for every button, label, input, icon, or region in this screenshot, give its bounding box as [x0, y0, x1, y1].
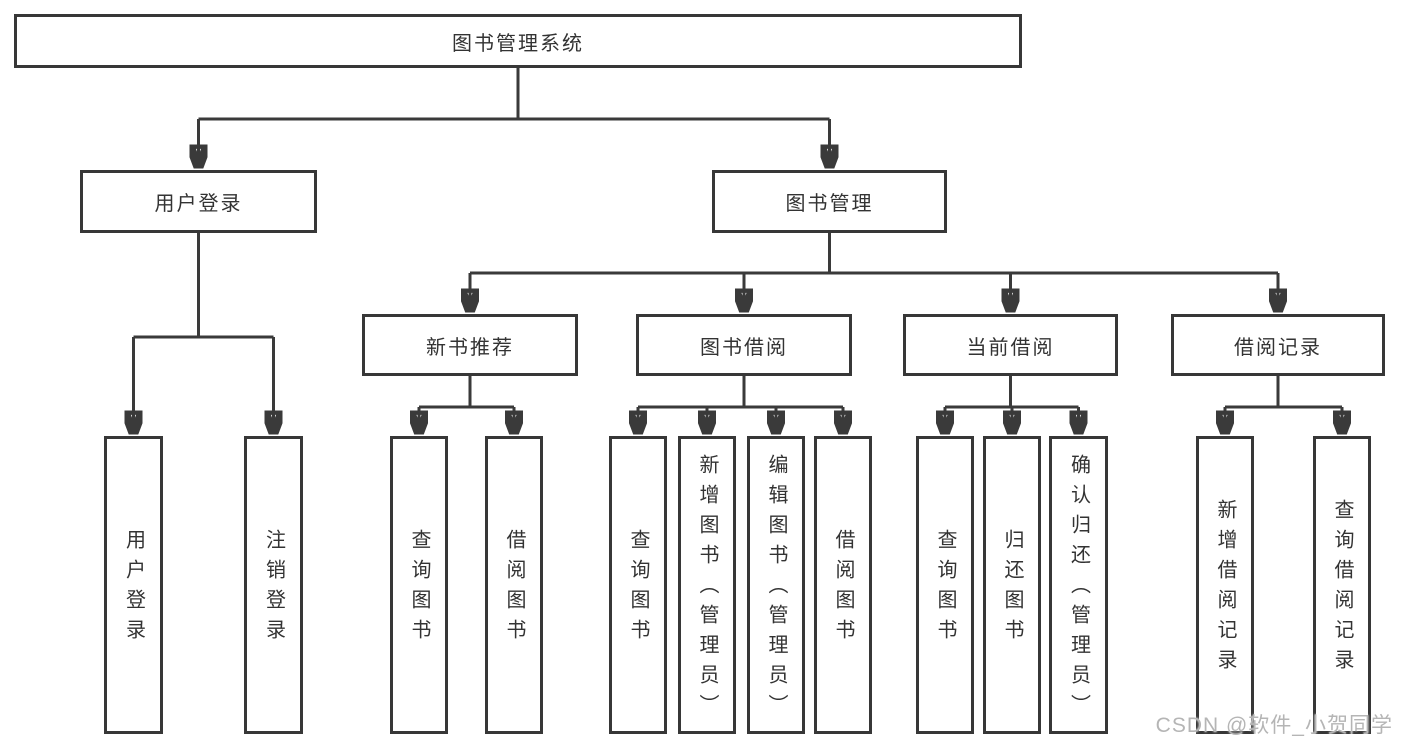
connector-root-to-level2	[199, 67, 830, 166]
leaf-query-books-recommend: 查询图书	[390, 436, 448, 734]
leaf-add-borrow-record: 新增借阅记录	[1196, 436, 1254, 734]
csdn-watermark: CSDN @软件_小贺同学	[1155, 714, 1393, 737]
node-current-borrow: 当前借阅	[903, 314, 1118, 376]
connector-book-borrow-branch	[638, 376, 843, 432]
leaf-query-books-current: 查询图书	[916, 436, 974, 734]
connector-book-mgmt-branch	[470, 233, 1278, 310]
node-user-login-branch: 用户登录	[80, 170, 317, 233]
node-borrow-records: 借阅记录	[1171, 314, 1385, 376]
leaf-edit-book-admin: 编辑图书（管理员）	[747, 436, 805, 734]
leaf-add-book-admin: 新增图书（管理员）	[678, 436, 736, 734]
leaf-confirm-return-admin: 确认归还（管理员）	[1049, 436, 1108, 734]
connector-user-login-branch	[134, 233, 274, 432]
leaf-borrow-books-recommend: 借阅图书	[485, 436, 543, 734]
node-root-system: 图书管理系统	[14, 14, 1022, 68]
connector-current-borrow-branch	[945, 376, 1079, 432]
leaf-borrow-books: 借阅图书	[814, 436, 872, 734]
leaf-logout: 注销登录	[244, 436, 303, 734]
leaf-return-book: 归还图书	[983, 436, 1041, 734]
leaf-query-borrow-record: 查询借阅记录	[1313, 436, 1371, 734]
connector-new-book-branch	[419, 376, 514, 432]
node-book-mgmt-branch: 图书管理	[712, 170, 947, 233]
node-new-book-recommend: 新书推荐	[362, 314, 578, 376]
leaf-user-login: 用户登录	[104, 436, 163, 734]
leaf-query-books-borrow: 查询图书	[609, 436, 667, 734]
node-book-borrow: 图书借阅	[636, 314, 852, 376]
connector-borrow-records-branch	[1225, 376, 1342, 432]
